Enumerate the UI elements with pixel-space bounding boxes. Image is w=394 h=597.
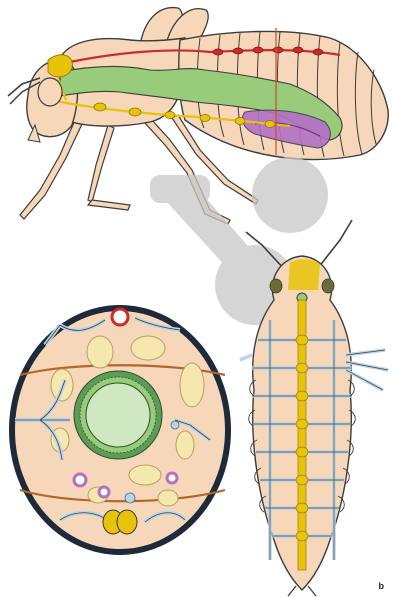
cross-section-nerve-ganglion	[103, 510, 137, 534]
larva-nerve-cord	[296, 300, 308, 570]
adult-compound-eye	[38, 78, 62, 106]
larva-antenna-right	[318, 220, 352, 268]
cross-section-dorsal-vessel	[112, 309, 128, 325]
figure-corner-label: b	[379, 581, 385, 591]
larva-eye-right	[322, 279, 334, 293]
cross-section	[12, 308, 228, 552]
larva-eye-left	[270, 279, 282, 293]
